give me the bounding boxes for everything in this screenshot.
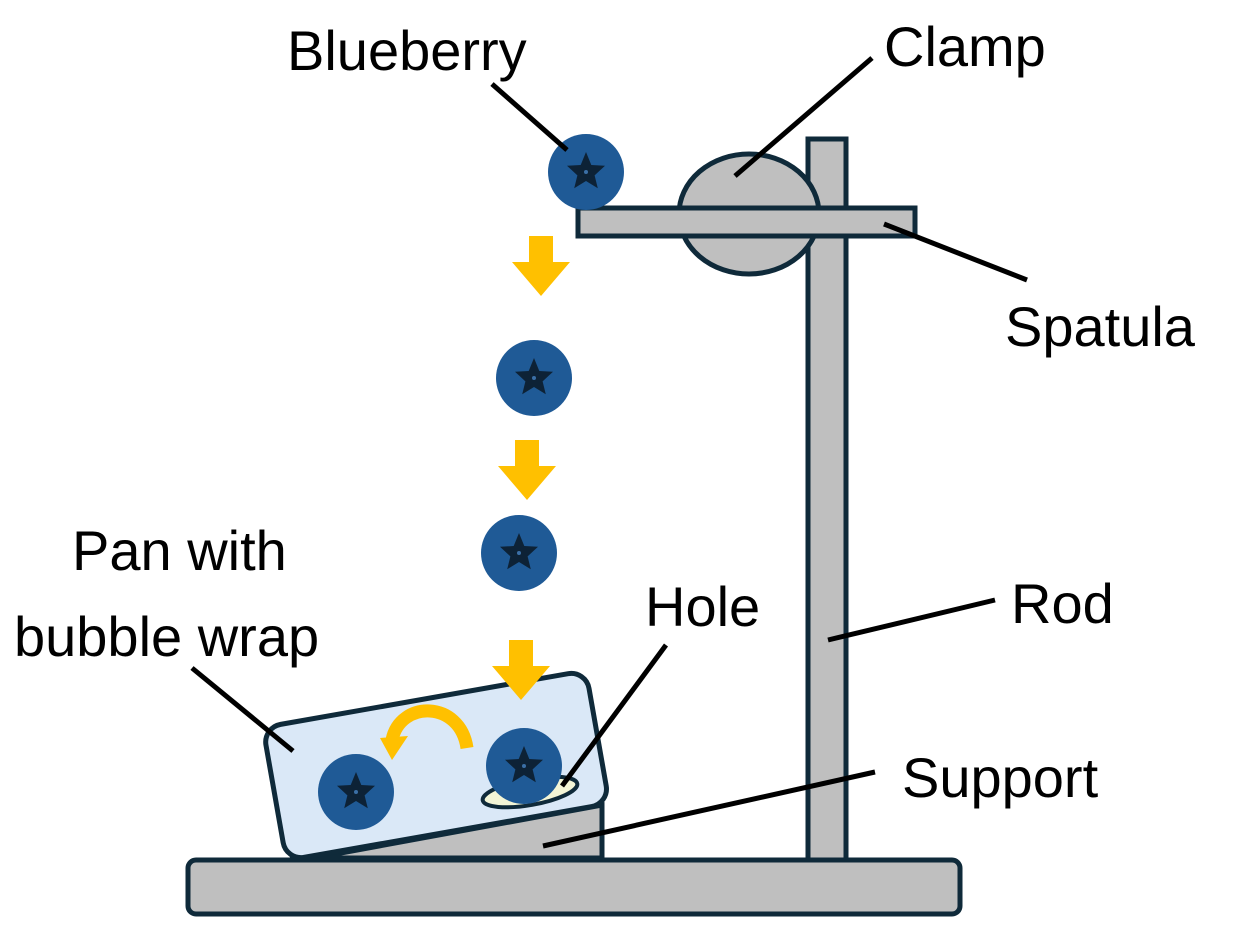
leader-blueberry [490,82,569,152]
blueberry-falling-1 [496,340,572,416]
label-pan-line1: Pan with [72,519,287,582]
blueberry-falling-2 [481,515,557,591]
base-plate [185,857,963,917]
label-rod: Rod [1011,572,1114,635]
leader-spatula [883,221,1028,283]
label-pan-line2: bubble wrap [14,605,319,668]
leader-pan [190,666,295,753]
down-arrow-icon [498,440,556,500]
label-support: Support [902,746,1099,809]
spatula [575,205,918,239]
rod [805,136,849,863]
curved-arrow-icon [380,704,474,760]
label-spatula: Spatula [1005,295,1196,358]
down-arrow-icon [512,236,570,296]
label-clamp: Clamp [884,15,1046,78]
label-blueberry: Blueberry [287,19,527,82]
leader-support [542,769,876,849]
blueberry-landed [486,728,562,804]
leader-hole [559,643,669,788]
leader-clamp [733,56,874,178]
leader-rod [827,597,996,643]
blueberry-rolled [318,754,394,830]
label-hole: Hole [645,575,760,638]
